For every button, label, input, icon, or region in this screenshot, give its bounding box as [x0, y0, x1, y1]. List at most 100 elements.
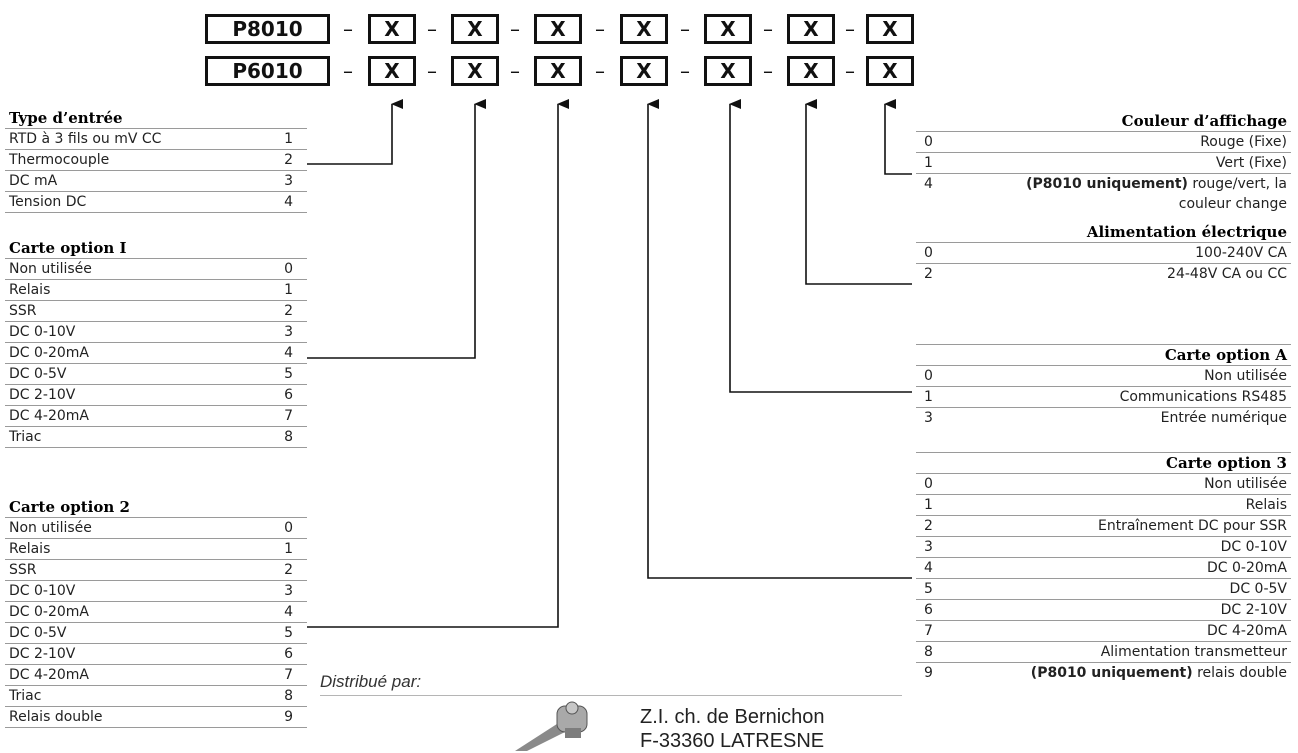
- option-label: DC 0-20mA: [9, 604, 89, 620]
- option-code: 1: [924, 389, 933, 405]
- option-code: 3: [284, 324, 293, 340]
- option-code: 4: [284, 194, 293, 210]
- separator-dash: –: [845, 59, 855, 83]
- option-label: DC 0-10V: [9, 324, 76, 340]
- option-code-box: X: [704, 14, 752, 44]
- option-code: 4: [284, 345, 293, 361]
- table-title: Type d’entrée: [5, 108, 307, 129]
- option-label: SSR: [9, 562, 37, 578]
- option-code: 1: [924, 497, 933, 513]
- table-title: Carte option I: [5, 238, 307, 259]
- table-row: 4(P8010 uniquement) rouge/vert, la coule…: [916, 174, 1291, 216]
- option-label: Rouge (Fixe): [1200, 134, 1287, 150]
- option-code: 0: [924, 476, 933, 492]
- option-code: 0: [924, 368, 933, 384]
- option-label: 24-48V CA ou CC: [1167, 266, 1287, 282]
- option-code: 0: [284, 520, 293, 536]
- option-code: 0: [284, 261, 293, 277]
- option-code-box: X: [451, 14, 499, 44]
- option-label: DC 2-10V: [9, 646, 76, 662]
- option-label: Relais: [9, 541, 51, 557]
- option-code: 0: [924, 245, 933, 261]
- separator-dash: –: [427, 17, 437, 41]
- option-label: DC 0-5V: [1229, 581, 1287, 597]
- option-label: Entrée numérique: [1160, 410, 1287, 426]
- separator-dash: –: [680, 59, 690, 83]
- option-code-box: X: [866, 56, 914, 86]
- option-label: DC 4-20mA: [9, 408, 89, 424]
- option-label: Alimentation transmetteur: [1100, 644, 1287, 660]
- model-code-box-p8010: P8010: [205, 14, 330, 44]
- connector-couleur-affichage: [884, 99, 912, 175]
- option-label: Relais double: [9, 709, 103, 725]
- option-code: 5: [284, 366, 293, 382]
- option-code: 5: [284, 625, 293, 641]
- option-label: Tension DC: [9, 194, 87, 210]
- option-code: 8: [284, 429, 293, 445]
- option-label: DC mA: [9, 173, 58, 189]
- separator-dash: –: [595, 59, 605, 83]
- option-code: 2: [924, 518, 933, 534]
- option-label: Triac: [9, 688, 42, 704]
- model-code-box-p6010: P6010: [205, 56, 330, 86]
- table-row: DC 0-20mA 4: [5, 602, 307, 623]
- option-label-emphasis: (P8010 uniquement): [1026, 176, 1188, 192]
- option-code: 3: [924, 539, 933, 555]
- option-label: DC 2-10V: [9, 387, 76, 403]
- option-code: 3: [284, 173, 293, 189]
- option-code-box: X: [787, 14, 835, 44]
- option-label: DC 0-20mA: [1207, 560, 1287, 576]
- table-title: Couleur d’affichage: [916, 111, 1291, 132]
- option-label: Triac: [9, 429, 42, 445]
- table-title: Alimentation électrique: [916, 222, 1291, 243]
- option-label: DC 0-10V: [9, 583, 76, 599]
- option-label: Relais: [9, 282, 51, 298]
- table-row: DC mA 3: [5, 171, 307, 192]
- option-label: DC 0-10V: [1220, 539, 1287, 555]
- option-code: 0: [924, 134, 933, 150]
- distributed-by-label: Distribué par:: [320, 672, 422, 691]
- option-label: DC 2-10V: [1220, 602, 1287, 618]
- option-label: Non utilisée: [9, 261, 92, 277]
- connector-carte-option-1: [307, 99, 486, 359]
- option-label: Non utilisée: [9, 520, 92, 536]
- option-code: 4: [284, 604, 293, 620]
- option-label: DC 0-20mA: [9, 345, 89, 361]
- table-row: 6 DC 2-10V: [916, 600, 1291, 621]
- option-code: 6: [284, 646, 293, 662]
- option-code: 6: [924, 602, 933, 618]
- option-code: 1: [284, 131, 293, 147]
- distributor-address: Z.I. ch. de Bernichon F-33360 LATRESNE: [640, 705, 825, 753]
- table-title: Carte option A: [916, 344, 1291, 366]
- option-code: 9: [284, 709, 293, 725]
- option-label: SSR: [9, 303, 37, 319]
- option-label: Vert (Fixe): [1215, 155, 1287, 171]
- separator-dash: –: [343, 17, 353, 41]
- table-row: Relais double 9: [5, 707, 307, 728]
- option-label-emphasis: (P8010 uniquement): [1030, 665, 1193, 681]
